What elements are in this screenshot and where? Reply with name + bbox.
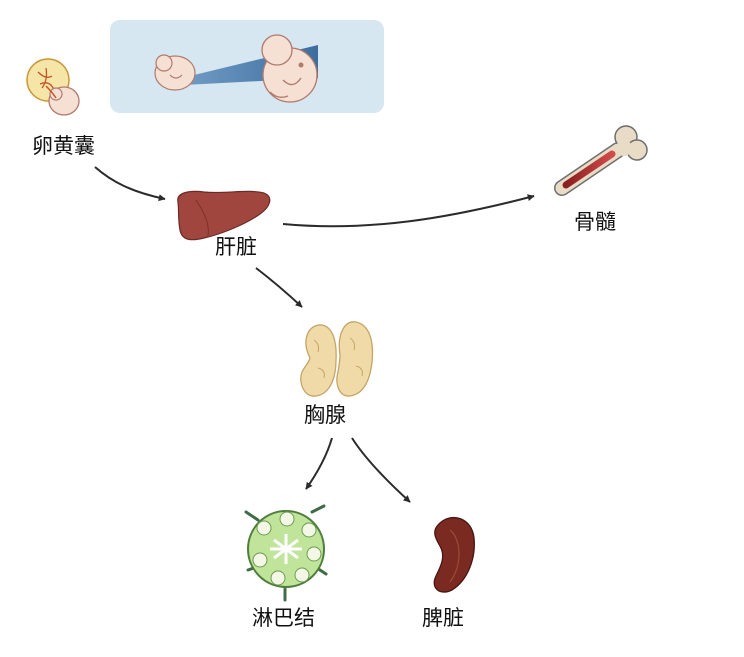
thymus-label: 胸腺	[304, 403, 346, 427]
arrow-thymus-to-spleen	[351, 437, 411, 503]
embryo-development-icon	[110, 20, 384, 113]
thymus-icon	[300, 321, 374, 397]
spleen-icon	[433, 516, 475, 593]
arrow-yolk-to-liver	[94, 166, 166, 202]
arrow-liver-to-marrow	[282, 194, 535, 228]
arrow-thymus-to-lymph	[305, 437, 333, 490]
bone-icon	[554, 125, 648, 196]
arrow-liver-to-thymus	[255, 267, 303, 308]
flow-arrows	[94, 166, 535, 503]
bone-marrow-label: 骨髓	[574, 210, 616, 234]
spleen-label: 脾脏	[422, 606, 464, 630]
yolk-sac-icon	[26, 58, 80, 116]
lymph-node-label: 淋巴结	[252, 606, 315, 630]
liver-label: 肝脏	[215, 235, 257, 259]
lymph-node-icon	[244, 504, 328, 602]
liver-icon	[177, 190, 271, 241]
yolk-sac-label: 卵黄囊	[32, 134, 95, 158]
